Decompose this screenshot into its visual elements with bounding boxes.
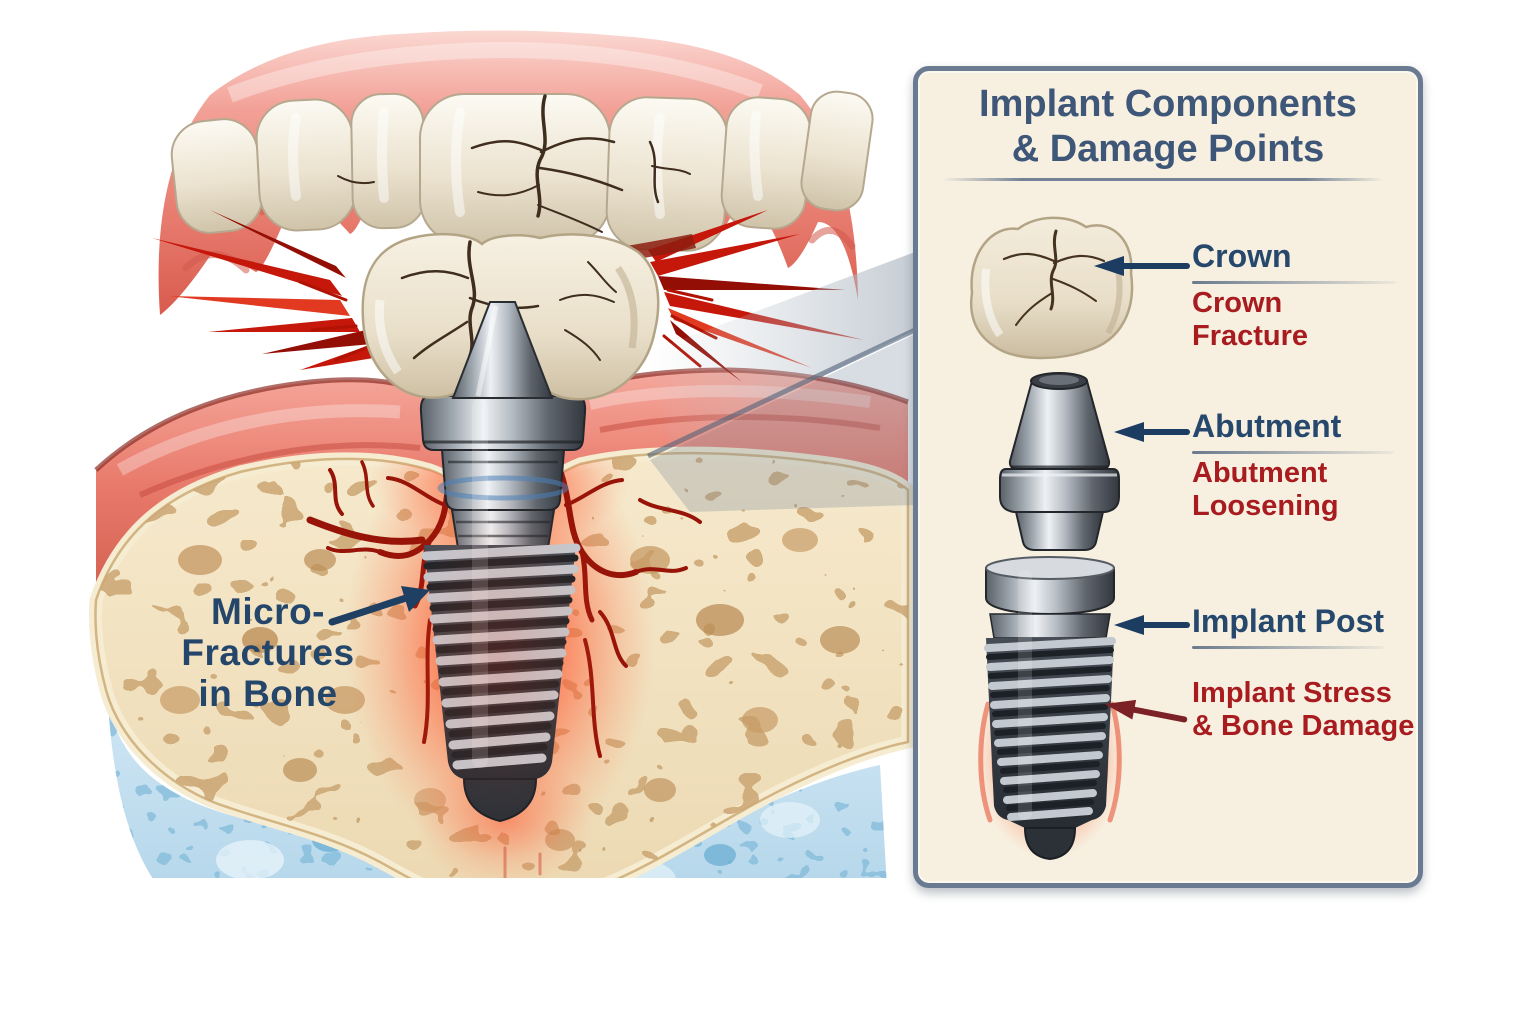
implant-post-illustration bbox=[976, 556, 1124, 861]
implant-components-panel: Implant Components & Damage Points bbox=[913, 66, 1423, 888]
edge-fade-bottom bbox=[0, 878, 915, 1024]
left-illustration bbox=[0, 20, 915, 1024]
implant-stress-arrow-icon bbox=[1102, 692, 1189, 732]
edge-fade-left bbox=[0, 310, 170, 970]
abutment bbox=[451, 301, 554, 399]
title-divider bbox=[944, 178, 1382, 181]
abutment-arrow-icon bbox=[1114, 420, 1190, 444]
zoom-beam bbox=[646, 252, 915, 512]
crown-arrow-icon bbox=[1094, 254, 1190, 278]
implant-screw bbox=[380, 395, 620, 830]
bite-impact-burst-left bbox=[152, 210, 386, 370]
implant-crown bbox=[361, 232, 660, 401]
edge-fade-top bbox=[120, 20, 880, 105]
crown-underline bbox=[1192, 281, 1396, 284]
panel-title: Implant Components & Damage Points bbox=[979, 83, 1357, 170]
implant-post-arrow-icon bbox=[1114, 613, 1190, 637]
crown-damage-label: Crown Fracture bbox=[1192, 287, 1309, 352]
upper-teeth bbox=[170, 90, 874, 252]
abutment-underline bbox=[1192, 451, 1394, 454]
implant-post-underline bbox=[1192, 646, 1384, 649]
abutment-damage-label: Abutment Loosening bbox=[1192, 457, 1339, 522]
abutment-illustration bbox=[999, 372, 1120, 551]
tooth-crack-lines bbox=[337, 94, 691, 233]
crown-illustration bbox=[970, 216, 1134, 360]
crown-label: Crown bbox=[1192, 238, 1292, 274]
micro-fractures-arrow bbox=[328, 586, 430, 626]
implant-stress-damage-label: Implant Stress & Bone Damage bbox=[1192, 677, 1415, 742]
micro-fractures-label: Micro- Fractures in Bone bbox=[181, 591, 355, 714]
implant-post-label: Implant Post bbox=[1192, 603, 1385, 639]
abutment-label: Abutment bbox=[1192, 408, 1342, 444]
